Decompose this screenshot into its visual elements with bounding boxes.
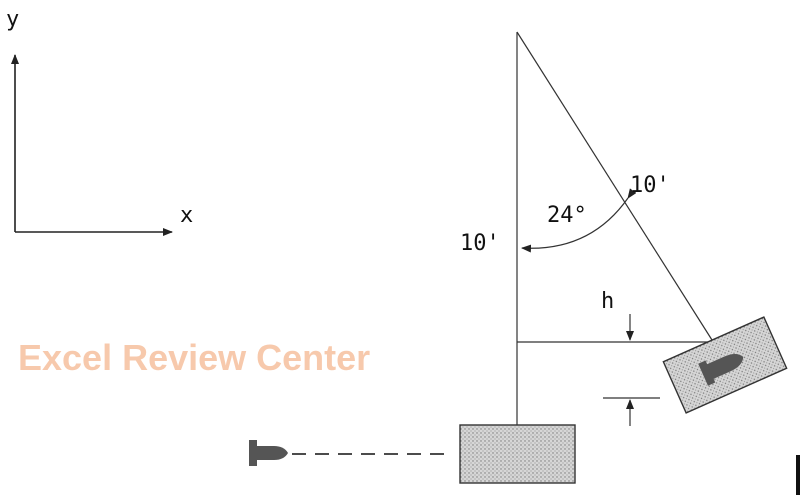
string-length-label-left: 10' [460, 231, 500, 256]
pendulum-block-swung [662, 316, 788, 414]
deflected-string [516, 31, 713, 341]
bullet-icon [249, 440, 288, 466]
edge-mark [796, 455, 800, 495]
pendulum-block-at-rest [459, 424, 576, 484]
x-axis-label: x [180, 203, 193, 228]
angle-arc [521, 188, 637, 253]
watermark-text: Excel Review Center [18, 337, 370, 378]
height-label: h [601, 289, 614, 314]
string-length-label-right: 10' [630, 173, 670, 198]
angle-label: 24° [547, 203, 587, 228]
y-axis-label: y [6, 7, 19, 32]
coordinate-axes: y x [6, 7, 193, 236]
embedded-bullet-icon [698, 354, 744, 386]
